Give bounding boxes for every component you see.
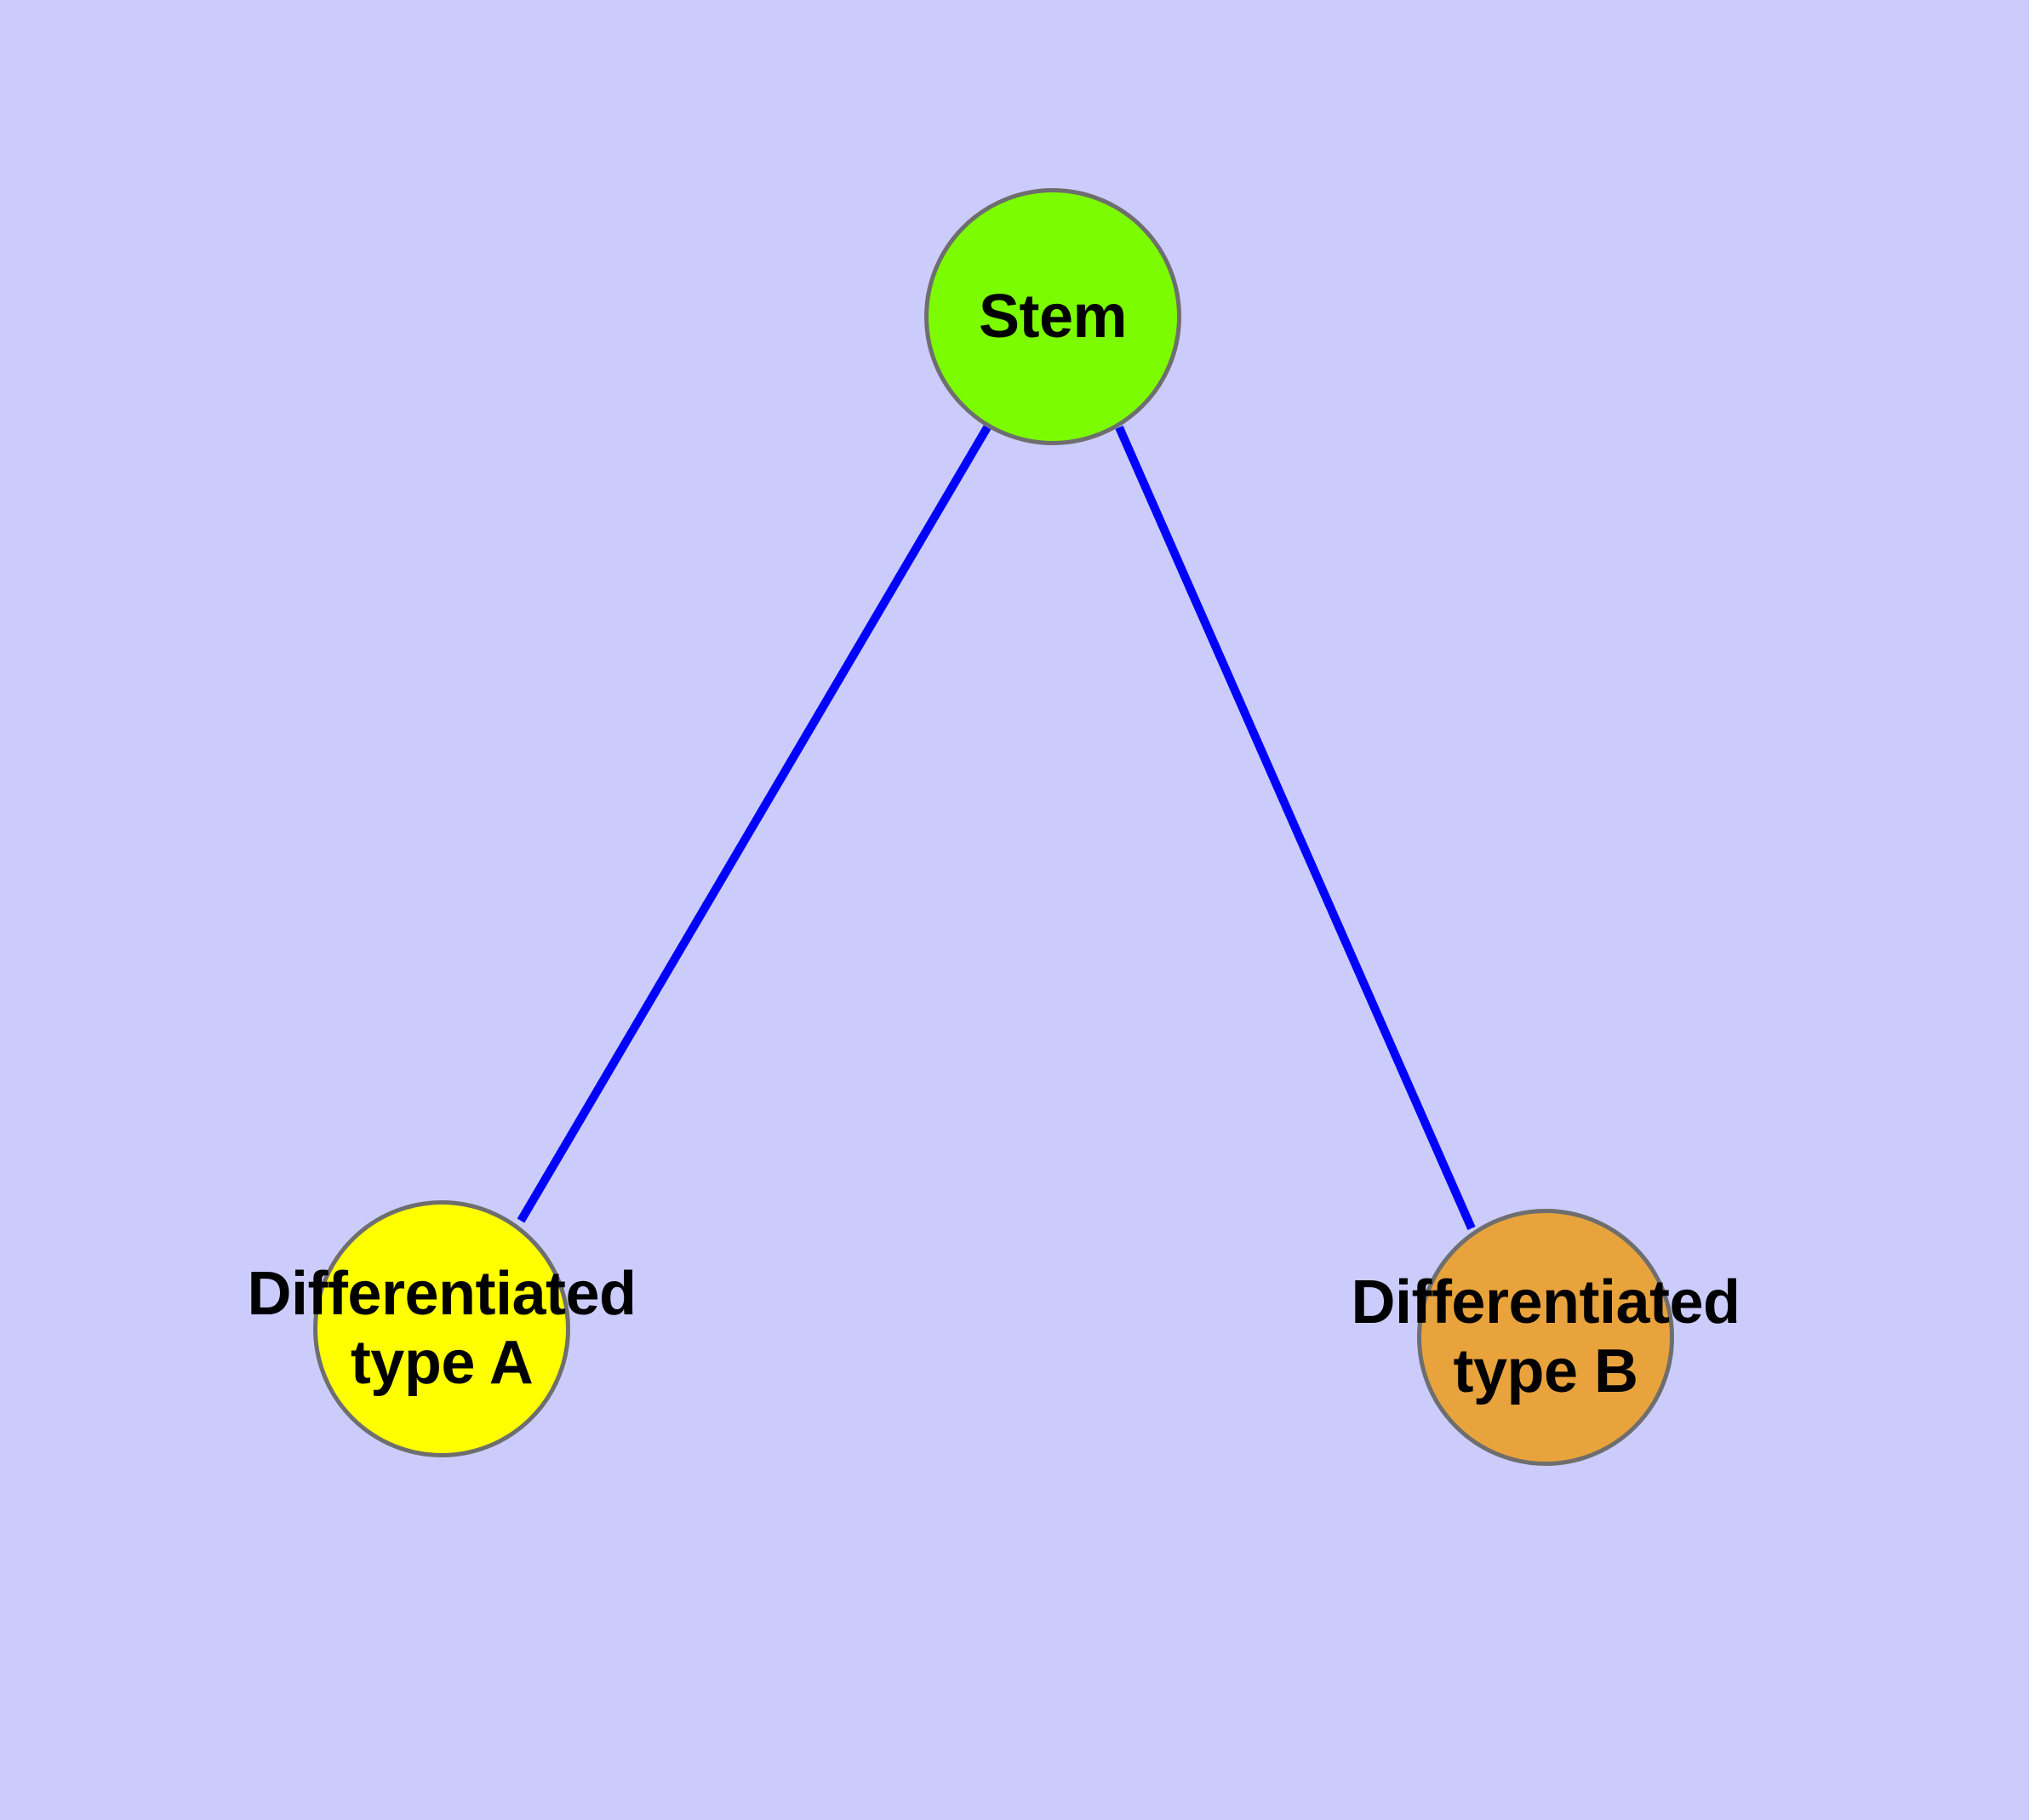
node-differentiated-type-b[interactable] [1417,1209,1674,1466]
node-stem[interactable] [924,188,1181,445]
node-differentiated-type-a[interactable] [313,1200,570,1457]
edge-stem-to-differentiated-type-a[interactable] [517,425,992,1223]
edge-stem-to-differentiated-type-b[interactable] [1115,425,1476,1231]
